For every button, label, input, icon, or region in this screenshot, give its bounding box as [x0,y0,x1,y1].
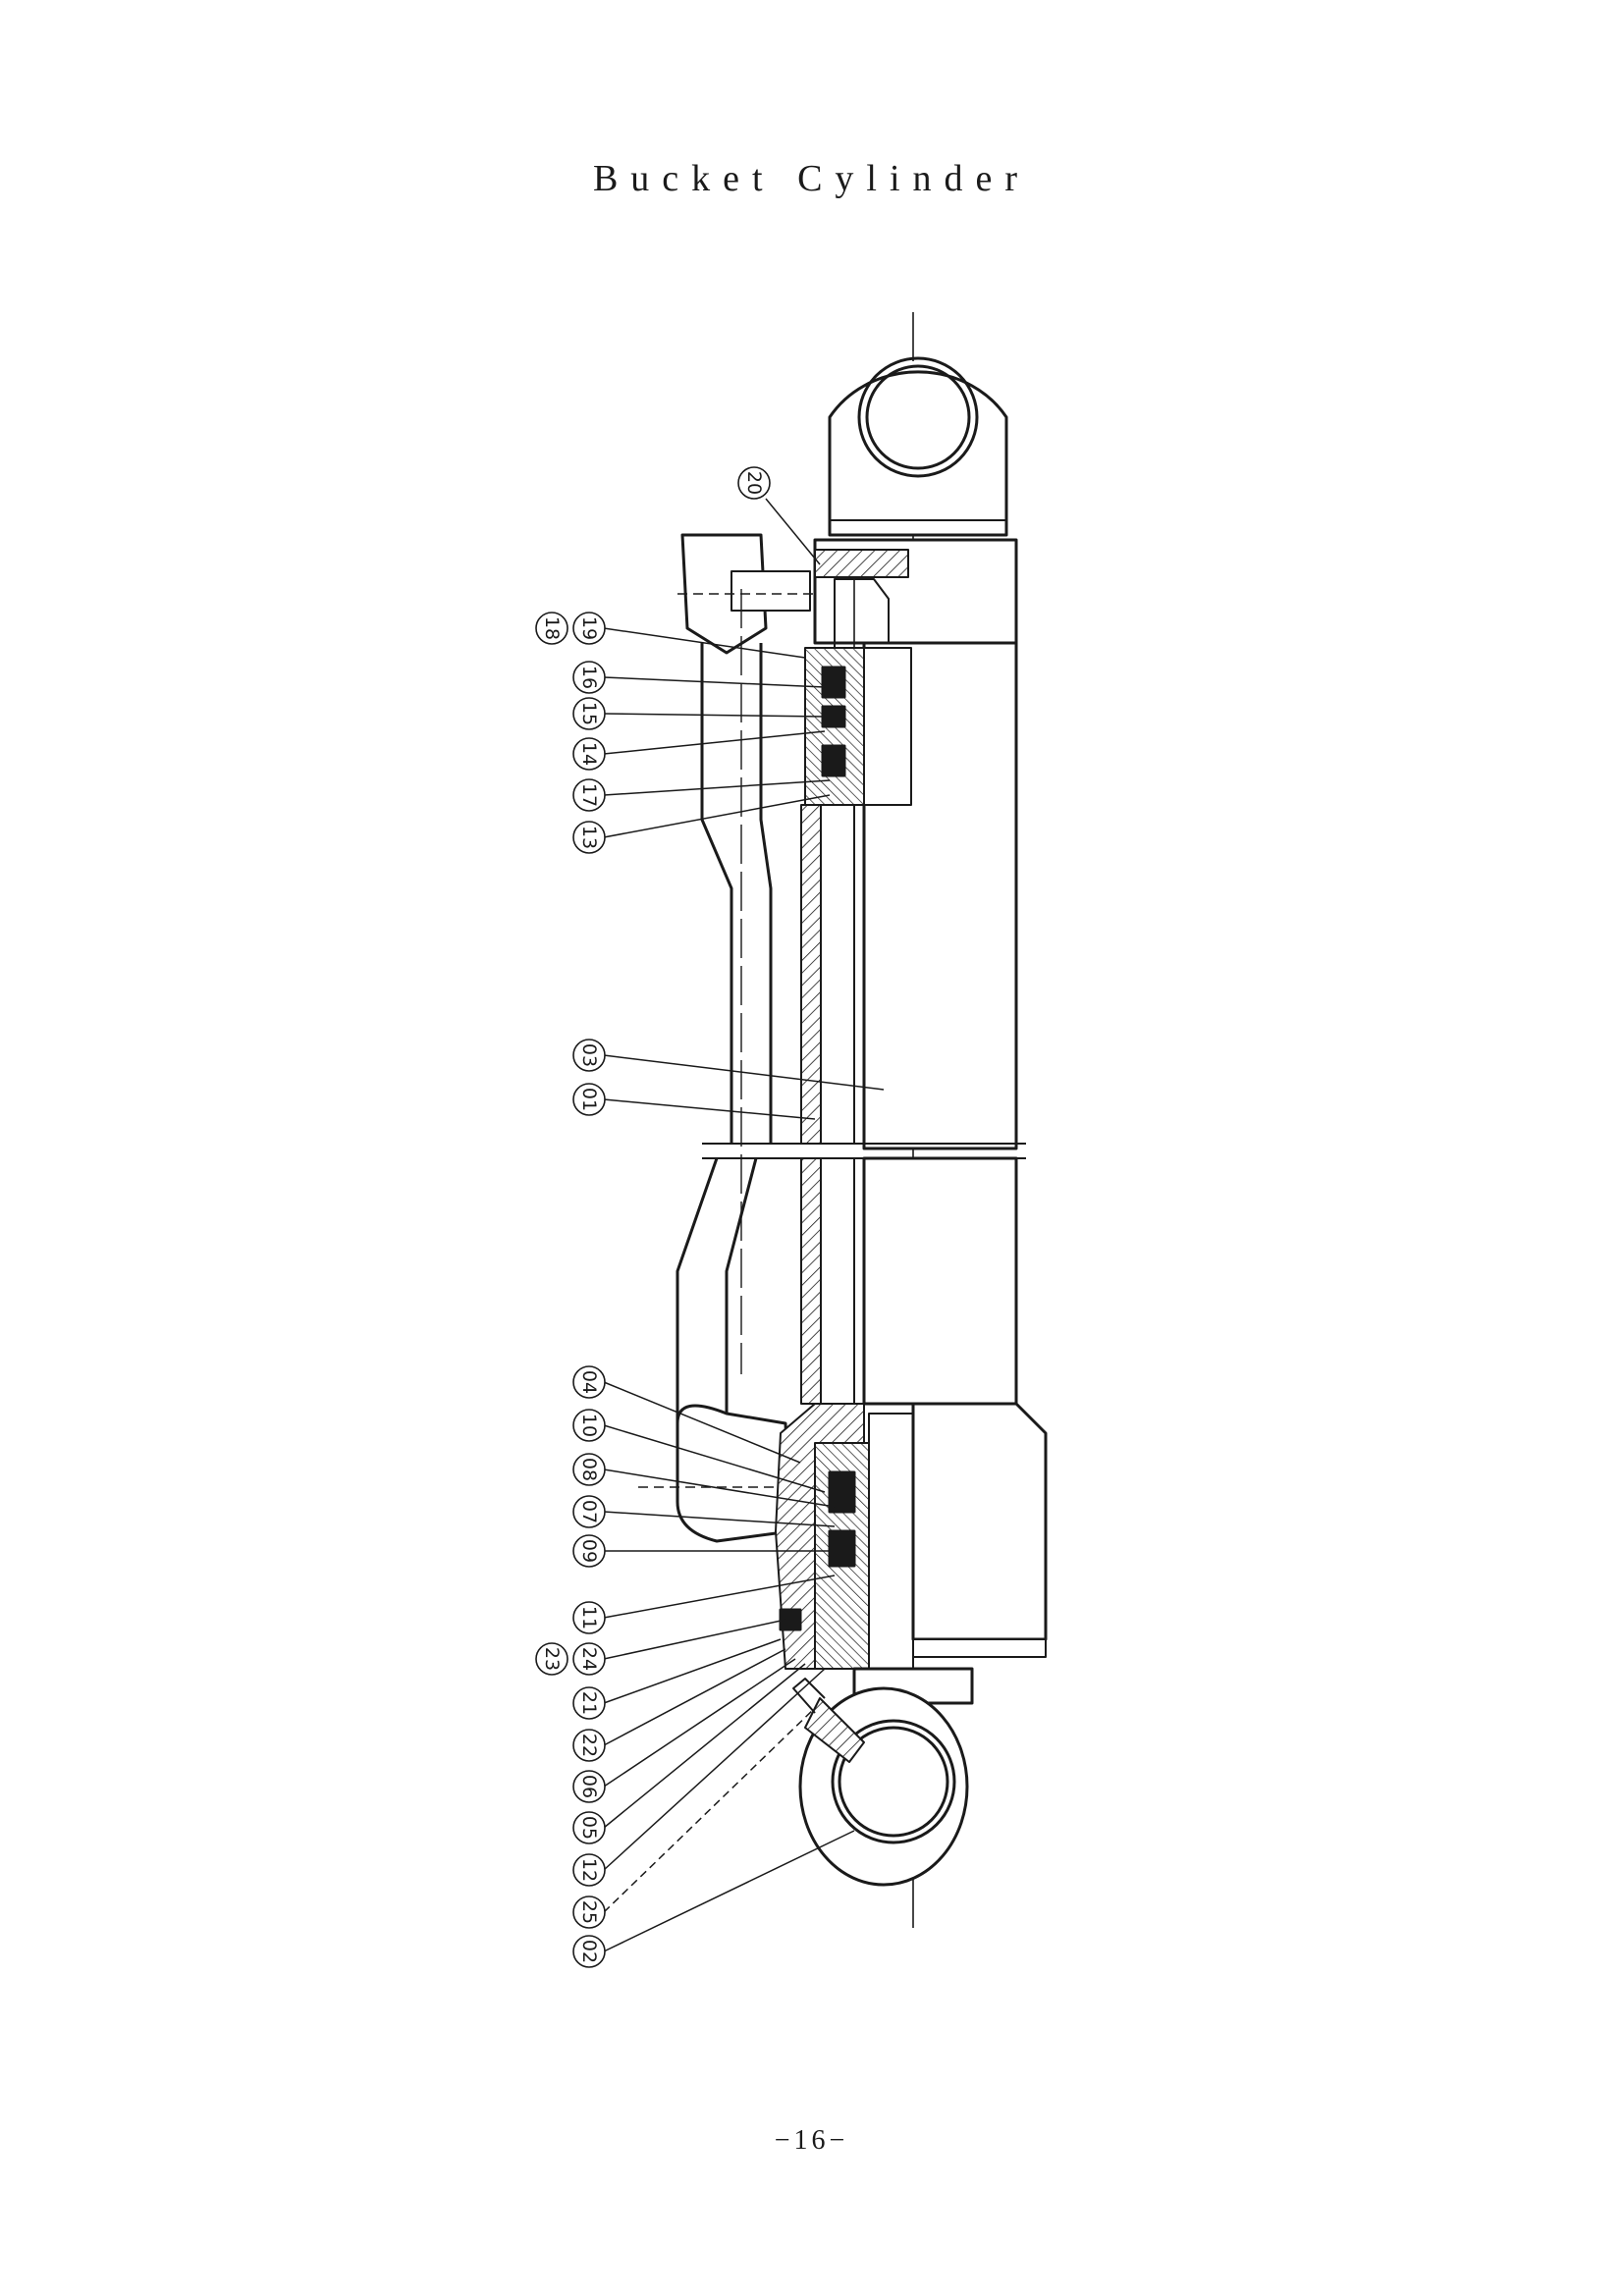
callout-08: 08 [572,1453,606,1486]
label-03: 03 [578,1043,600,1067]
page-number: −16− [774,2125,849,2156]
leader-02 [603,1830,855,1952]
page-title: Bucket Cylinder [592,158,1031,199]
leader-24 [603,1619,786,1660]
leader-22 [603,1648,786,1746]
leader-19 [603,627,806,659]
label-13: 13 [578,826,600,849]
callout-01: 01 [572,1083,606,1116]
callout-17: 17 [572,778,606,812]
pipe-inner-lower [725,1157,758,1423]
leader-17 [603,779,831,796]
leader-20 [765,498,821,565]
label-07: 07 [578,1500,600,1523]
label-25: 25 [578,1900,600,1924]
label-18: 18 [541,616,563,640]
callout-03: 03 [572,1039,606,1072]
leader-06 [603,1658,796,1788]
callout-25: 25 [572,1896,606,1929]
leader-15 [603,713,826,718]
leader-21 [603,1638,782,1704]
label-05: 05 [578,1816,600,1840]
upper-pipe-elbow [677,533,815,655]
callout-10: 10 [572,1409,606,1442]
callout-04: 04 [572,1365,606,1399]
top-eye [828,356,1008,537]
callout-12: 12 [572,1853,606,1887]
leader-14 [603,730,826,755]
label-23: 23 [541,1647,563,1671]
callout-11: 11 [572,1601,606,1634]
pipe-outer [700,643,733,1144]
callout-18: 18 [535,612,568,645]
label-12: 12 [578,1858,600,1882]
label-21: 21 [578,1691,600,1715]
leader-13 [603,794,831,838]
callout-02: 02 [572,1935,606,1968]
callout-09: 09 [572,1534,606,1568]
rod-gland [804,647,912,806]
callout-24: 24 [572,1642,606,1676]
label-19: 19 [578,616,600,640]
label-17: 17 [578,783,600,807]
leader-04 [603,1381,801,1464]
callout-15: 15 [572,697,606,730]
callout-20: 20 [737,466,771,500]
callout-22: 22 [572,1729,606,1762]
callout-19: 19 [572,612,606,645]
callout-14: 14 [572,737,606,771]
leader-05 [603,1663,806,1829]
leader-07 [603,1511,836,1527]
lower-head [911,1402,1048,1641]
label-11: 11 [578,1606,600,1629]
label-15: 15 [578,702,600,725]
cylinder-outer-upper [862,641,1018,1150]
label-09: 09 [578,1539,600,1563]
label-10: 10 [578,1414,600,1437]
leader-03 [603,1054,885,1091]
leader-08 [603,1468,836,1508]
pipe-inner [759,643,773,1144]
callout-21: 21 [572,1686,606,1720]
callout-07: 07 [572,1495,606,1528]
leader-12 [603,1668,826,1871]
label-01: 01 [578,1088,600,1111]
callout-13: 13 [572,821,606,854]
leader-16 [603,676,826,688]
piston-assembly [775,1403,870,1670]
leader-lines [603,498,885,1952]
cylinder-tube-wall [800,804,822,1145]
callout-16: 16 [572,661,606,694]
label-02: 02 [578,1940,600,1963]
cylinder-tube-wall-lower [800,1157,822,1405]
label-08: 08 [578,1458,600,1481]
bottom-eye [792,1667,974,1887]
head-cover [813,538,1018,668]
lower-pipe-elbow [638,1404,795,1543]
part-callouts: 20 18 19 16 15 14 17 13 03 01 04 10 08 0… [535,466,771,1968]
leader-01 [603,1098,816,1120]
label-04: 04 [578,1370,600,1394]
callout-23: 23 [535,1642,568,1676]
callout-06: 06 [572,1770,606,1803]
label-22: 22 [578,1734,600,1757]
leader-11 [603,1575,836,1619]
leader-25 [603,1707,816,1913]
label-24: 24 [578,1647,600,1671]
label-20: 20 [743,471,765,495]
leader-10 [603,1424,826,1493]
cylinder-outer-lower [862,1156,1018,1406]
callout-05: 05 [572,1811,606,1844]
pipe-outer-lower [676,1157,719,1423]
label-16: 16 [578,666,600,689]
piston-rod [868,1413,914,1670]
label-14: 14 [578,742,600,766]
label-06: 06 [578,1775,600,1798]
